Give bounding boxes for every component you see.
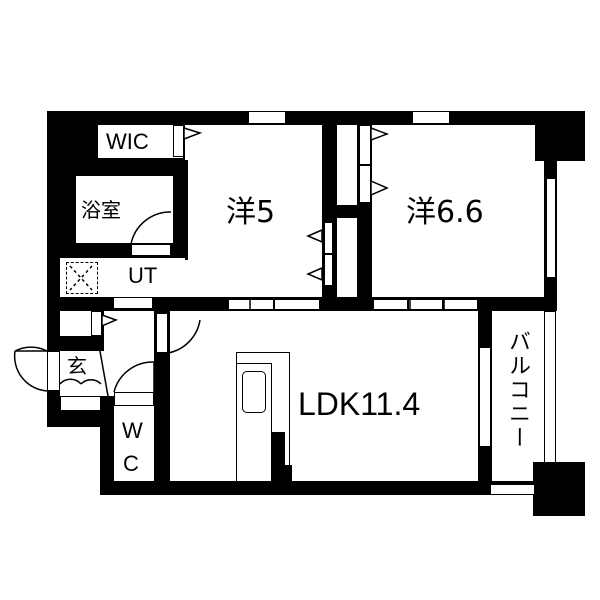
room-wc — [114, 406, 154, 481]
window-ldk-balcony[interactable] — [479, 347, 491, 447]
w66-closet-door-1[interactable] — [359, 125, 371, 165]
wc-door[interactable] — [114, 392, 154, 406]
kitchen-sink-icon — [242, 371, 266, 413]
door-ut-hall[interactable] — [113, 297, 153, 309]
label-entrance: 玄 — [67, 354, 87, 378]
fridge-wall-2 — [282, 465, 292, 482]
door-w5-ldk[interactable] — [228, 299, 274, 310]
room-entrance — [60, 351, 108, 396]
room-western66-ext — [372, 161, 544, 297]
ventilation-fan-icon — [66, 262, 98, 294]
room-bath — [76, 176, 173, 243]
hallway — [104, 311, 154, 406]
bath-door[interactable] — [131, 244, 171, 256]
room-balcony — [492, 311, 544, 462]
window-w66-right — [546, 178, 556, 278]
label-balcony: バルコニー — [505, 330, 530, 450]
wic-door[interactable] — [173, 125, 184, 157]
door-hall-ldk[interactable] — [156, 313, 168, 353]
window-w66-top — [412, 111, 450, 124]
closet-lower — [337, 218, 357, 298]
label-ut: UT — [128, 263, 158, 288]
wall-ldk-bottom — [100, 481, 550, 495]
door-w5-ldk-2[interactable] — [274, 299, 320, 310]
closet-upper — [337, 125, 357, 205]
entrance-door[interactable] — [47, 351, 60, 391]
room-ut — [60, 258, 193, 298]
door-w66-ldk-2[interactable] — [408, 299, 443, 310]
door-w66-ldk[interactable] — [373, 299, 408, 310]
label-wc-w: W — [122, 418, 143, 443]
label-western5: 洋5 — [226, 195, 276, 230]
balcony-bottom-rail — [490, 484, 535, 495]
label-ldk: LDK11.4 — [298, 386, 421, 422]
wall-w5-left — [185, 160, 188, 260]
label-western66: 洋6.6 — [406, 195, 484, 230]
balcony-rail — [544, 311, 556, 463]
label-wic: WIC — [106, 129, 149, 154]
window-w5-top — [248, 111, 286, 124]
label-wc-c: C — [123, 451, 139, 476]
room-western5-notch — [206, 245, 322, 297]
room-wic — [98, 125, 183, 158]
wall-corner-top-right — [535, 111, 585, 161]
fridge-wall — [271, 432, 285, 482]
storage-entrance — [60, 311, 91, 336]
label-bath: 浴室 — [81, 198, 121, 222]
room-ldk — [170, 311, 478, 481]
